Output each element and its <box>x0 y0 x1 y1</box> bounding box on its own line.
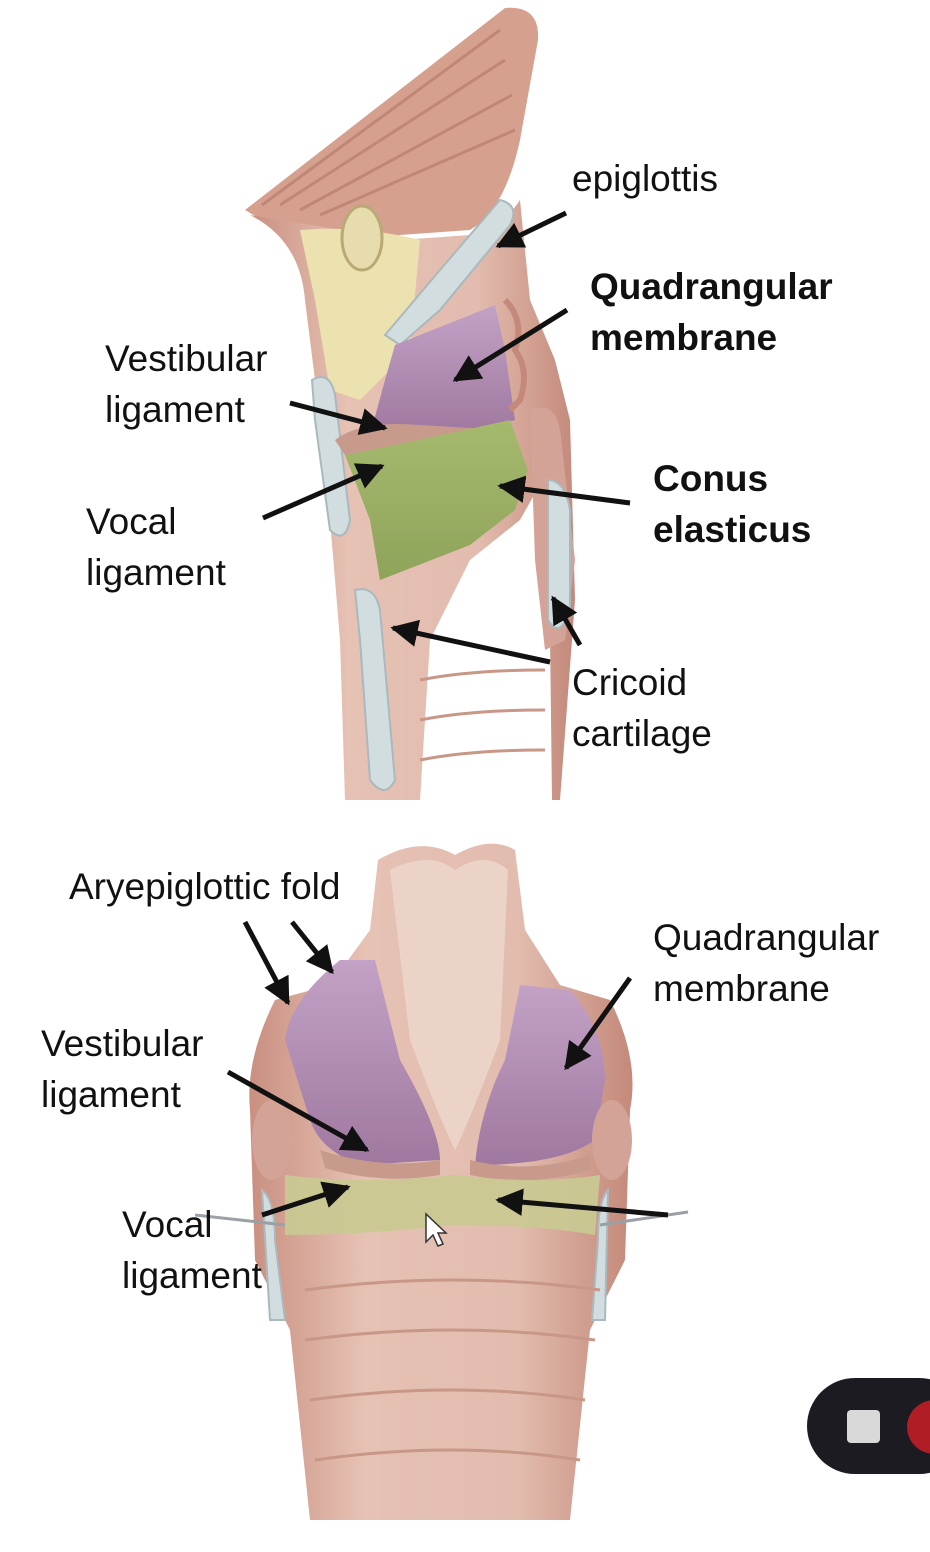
label-aryepiglottic-fold: Aryepiglottic fold <box>69 866 341 907</box>
fat-pad-shape <box>300 228 420 400</box>
cursor-icon <box>425 1212 448 1247</box>
hyoid-bone-shape <box>340 204 384 272</box>
label-cricoid-cartilage: Cricoid cartilage <box>572 662 712 754</box>
cricoid-left-arrow <box>390 619 551 665</box>
label-conus-elasticus: Conus elasticus <box>653 458 812 550</box>
vocal-ligament-arrow <box>261 463 385 521</box>
bottom-quadrangular-arrow <box>563 976 633 1071</box>
aryepiglottic-arrow-left <box>242 920 291 1006</box>
left-quadrangular-membrane <box>285 960 440 1165</box>
label-vestibular-ligament-bottom: Vestibular ligament <box>41 1023 204 1115</box>
record-icon[interactable] <box>907 1400 930 1454</box>
coronal-view-illustration <box>194 843 689 1520</box>
label-vocal-ligament-bottom: Vocal ligament <box>122 1204 262 1296</box>
top-pointer-arrows <box>261 210 631 665</box>
bottom-pointer-arrows <box>226 920 669 1218</box>
bottom-vocal-arrow-right <box>495 1188 669 1218</box>
cricoid-right-arrow <box>550 595 583 647</box>
label-vestibular-ligament-top: Vestibular ligament <box>105 338 268 430</box>
bottom-vestibular-arrow <box>226 1069 370 1153</box>
stop-icon[interactable] <box>847 1410 880 1443</box>
epiglottis-shape <box>390 860 508 1150</box>
screen-recorder-bar <box>807 1378 930 1474</box>
label-quadrangular-membrane-top: Quadrangular membrane <box>590 266 833 358</box>
label-vocal-ligament-top: Vocal ligament <box>86 501 226 593</box>
conus-elasticus-region <box>345 420 528 580</box>
thyroid-cartilage-shape <box>310 376 352 537</box>
label-epiglottis: epiglottis <box>572 158 719 199</box>
label-quadrangular-membrane-bottom: Quadrangular membrane <box>653 917 880 1009</box>
right-quadrangular-membrane <box>475 985 605 1165</box>
conus-elasticus-arrow <box>497 475 631 506</box>
epiglottis-cartilage-shape <box>383 198 515 347</box>
epiglottis-arrow <box>495 210 568 249</box>
quadrangular-membrane-region <box>370 305 515 435</box>
quadrangular-membrane-arrow <box>452 307 569 383</box>
sagittal-section-illustration <box>245 7 575 800</box>
bottom-vocal-arrow-left <box>261 1181 351 1218</box>
aryepiglottic-arrow-right <box>290 920 334 975</box>
vestibular-ligament-arrow <box>289 400 388 435</box>
